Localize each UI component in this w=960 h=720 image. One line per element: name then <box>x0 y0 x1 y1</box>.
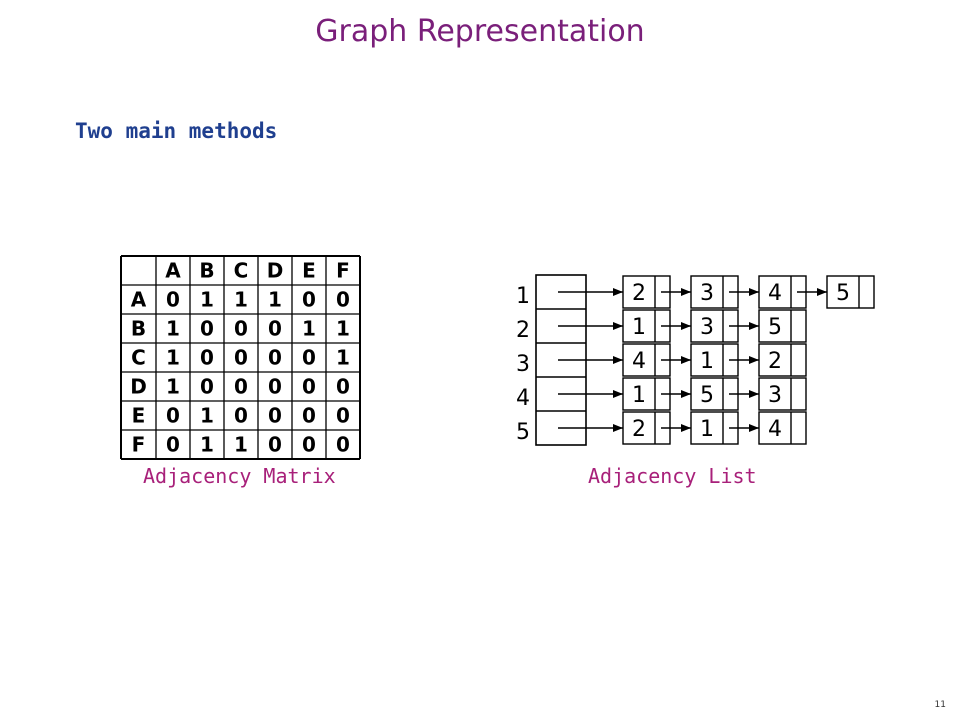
page-number: 11 <box>934 700 946 710</box>
matrix-cell: 1 <box>200 404 214 428</box>
matrix-cell: 1 <box>336 317 350 341</box>
slide-subtitle: Two main methods <box>75 119 278 143</box>
matrix-column-header: F <box>336 259 350 283</box>
matrix-column-header: D <box>267 259 284 283</box>
matrix-cell: 1 <box>234 433 248 457</box>
matrix-cell: 0 <box>234 317 248 341</box>
matrix-cell: 0 <box>268 433 282 457</box>
list-node-value: 1 <box>700 417 714 442</box>
matrix-cell: 0 <box>302 433 316 457</box>
matrix-cell: 1 <box>234 288 248 312</box>
list-node-value: 2 <box>632 281 646 306</box>
vertex-label: 1 <box>516 284 530 309</box>
list-node <box>758 343 807 377</box>
matrix-cell: 0 <box>302 375 316 399</box>
matrix-cell: 0 <box>268 346 282 370</box>
list-node-value: 3 <box>768 383 782 408</box>
matrix-cell: 0 <box>336 404 350 428</box>
adjacency-list: 1 2 3 4 5 2 3 4 5 1 3 5 4 1 2 1 5 3 2 1 4 <box>516 274 875 446</box>
matrix-cell: 0 <box>200 375 214 399</box>
vertex-label: 5 <box>516 420 530 445</box>
list-node <box>758 377 807 411</box>
matrix-cell: 0 <box>302 288 316 312</box>
matrix-column-header: C <box>234 259 249 283</box>
matrix-row-header: A <box>131 288 147 312</box>
matrix-cell: 0 <box>234 375 248 399</box>
matrix-cell: 1 <box>200 288 214 312</box>
matrix-cell: 0 <box>302 346 316 370</box>
matrix-row-header: D <box>130 375 147 399</box>
matrix-cell: 0 <box>166 433 180 457</box>
vertex-label: 2 <box>516 318 530 343</box>
list-node-value: 2 <box>768 349 782 374</box>
matrix-cell: 1 <box>302 317 316 341</box>
adjacency-matrix-caption: Adjacency Matrix <box>143 464 336 488</box>
matrix-cell: 1 <box>336 346 350 370</box>
matrix-cell: 0 <box>336 288 350 312</box>
matrix-cell: 0 <box>234 346 248 370</box>
matrix-column-header: E <box>302 259 316 283</box>
list-node-value: 5 <box>700 383 714 408</box>
matrix-cell: 1 <box>200 433 214 457</box>
list-node-value: 4 <box>768 417 782 442</box>
vertex-label: 4 <box>516 386 530 411</box>
matrix-cell: 0 <box>302 404 316 428</box>
list-node <box>758 411 807 445</box>
list-node-value: 1 <box>632 315 646 340</box>
matrix-row-header: F <box>132 433 146 457</box>
list-node-value: 5 <box>768 315 782 340</box>
matrix-column-header: B <box>199 259 214 283</box>
vertex-label: 3 <box>516 352 530 377</box>
list-node-value: 1 <box>700 349 714 374</box>
matrix-column-header: A <box>165 259 181 283</box>
adjacency-list-caption: Adjacency List <box>588 464 757 488</box>
matrix-cell: 1 <box>268 288 282 312</box>
matrix-cell: 1 <box>166 317 180 341</box>
matrix-cell: 1 <box>166 346 180 370</box>
matrix-cell: 0 <box>234 404 248 428</box>
list-node-value: 1 <box>632 383 646 408</box>
slide-title: Graph Representation <box>315 14 645 49</box>
list-node-value: 4 <box>632 349 646 374</box>
list-node <box>826 275 875 309</box>
matrix-cell: 0 <box>200 346 214 370</box>
list-node-value: 4 <box>768 281 782 306</box>
list-node-value: 5 <box>836 281 850 306</box>
matrix-cell: 0 <box>200 317 214 341</box>
matrix-cell: 0 <box>336 375 350 399</box>
matrix-cell: 0 <box>166 404 180 428</box>
matrix-cell: 0 <box>166 288 180 312</box>
matrix-cell: 0 <box>268 317 282 341</box>
list-node-value: 3 <box>700 281 714 306</box>
matrix-row-header: E <box>132 404 146 428</box>
matrix-cell: 0 <box>268 404 282 428</box>
matrix-row-header: C <box>131 346 146 370</box>
list-node <box>758 309 807 343</box>
matrix-cell: 0 <box>268 375 282 399</box>
list-node-value: 2 <box>632 417 646 442</box>
matrix-cell: 0 <box>336 433 350 457</box>
matrix-cell: 1 <box>166 375 180 399</box>
list-node-value: 3 <box>700 315 714 340</box>
matrix-row-header: B <box>131 317 146 341</box>
